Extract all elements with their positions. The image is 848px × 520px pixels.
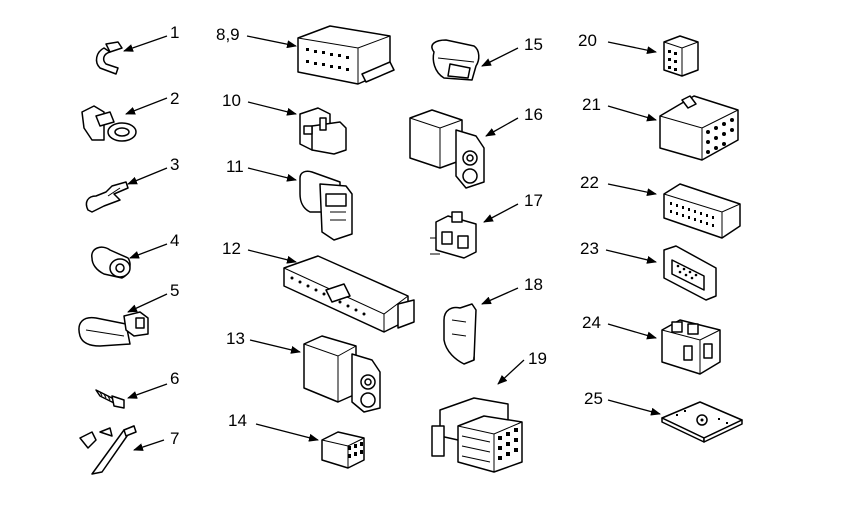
part-11-label: 11 bbox=[226, 157, 244, 176]
part-3-label: 3 bbox=[170, 155, 179, 174]
part-13-label: 13 bbox=[226, 329, 245, 348]
part-23-label: 23 bbox=[580, 239, 599, 258]
part-4-label: 4 bbox=[170, 231, 179, 250]
part-18-label: 18 bbox=[524, 275, 543, 294]
part-21-housing: 21 bbox=[582, 95, 739, 161]
part-7-strip: 7 bbox=[79, 425, 179, 475]
part-2-label: 2 bbox=[170, 89, 179, 108]
part-6-label: 6 bbox=[170, 369, 179, 388]
part-22-label: 22 bbox=[580, 173, 599, 192]
part-21-label: 21 bbox=[582, 95, 601, 114]
part-3-clip: 3 bbox=[85, 155, 179, 213]
part-14-label: 14 bbox=[228, 411, 247, 430]
part-19-label: 19 bbox=[528, 349, 547, 368]
part-17-label: 17 bbox=[524, 191, 543, 210]
part-12-label: 12 bbox=[222, 239, 241, 258]
part-15-sleeve: 15 bbox=[431, 35, 543, 81]
part-16-label: 16 bbox=[524, 105, 543, 124]
part-14-connector: 14 bbox=[228, 411, 365, 469]
part-2-clamp: 2 bbox=[81, 89, 179, 142]
part-1-clip: 1 bbox=[95, 23, 179, 75]
part-13-housing: 13 bbox=[226, 329, 381, 413]
part-17-terminal: 17 bbox=[430, 191, 543, 259]
part-23-d-connector: 23 bbox=[580, 239, 717, 301]
part-11-housing: 11 bbox=[226, 157, 353, 241]
part-18-clip: 18 bbox=[443, 275, 543, 365]
part-19-connector-block: 19 bbox=[431, 349, 547, 473]
part-20-label: 20 bbox=[578, 31, 597, 50]
part-5-label: 5 bbox=[170, 281, 179, 300]
part-12-terminal-block: 12 bbox=[222, 239, 415, 333]
part-22-connector: 22 bbox=[580, 173, 741, 239]
part-6-screw: 6 bbox=[95, 369, 179, 409]
part-10-connector: 10 bbox=[222, 91, 347, 155]
part-25-label: 25 bbox=[584, 389, 603, 408]
part-1-label: 1 bbox=[170, 23, 179, 42]
part-7-label: 7 bbox=[170, 429, 179, 448]
part-16-housing: 16 bbox=[409, 105, 543, 189]
part-10-label: 10 bbox=[222, 91, 241, 110]
part-15-label: 15 bbox=[524, 35, 543, 54]
part-4-grommet: 4 bbox=[91, 231, 179, 279]
part-24-housing: 24 bbox=[582, 313, 721, 375]
part-8-9-label: 8,9 bbox=[216, 25, 240, 44]
part-8-9-connector: 8,9 bbox=[216, 25, 395, 85]
part-5-clamp: 5 bbox=[78, 281, 179, 347]
part-25-plate: 25 bbox=[584, 389, 743, 443]
part-24-label: 24 bbox=[582, 313, 601, 332]
part-20-plug: 20 bbox=[578, 31, 699, 77]
